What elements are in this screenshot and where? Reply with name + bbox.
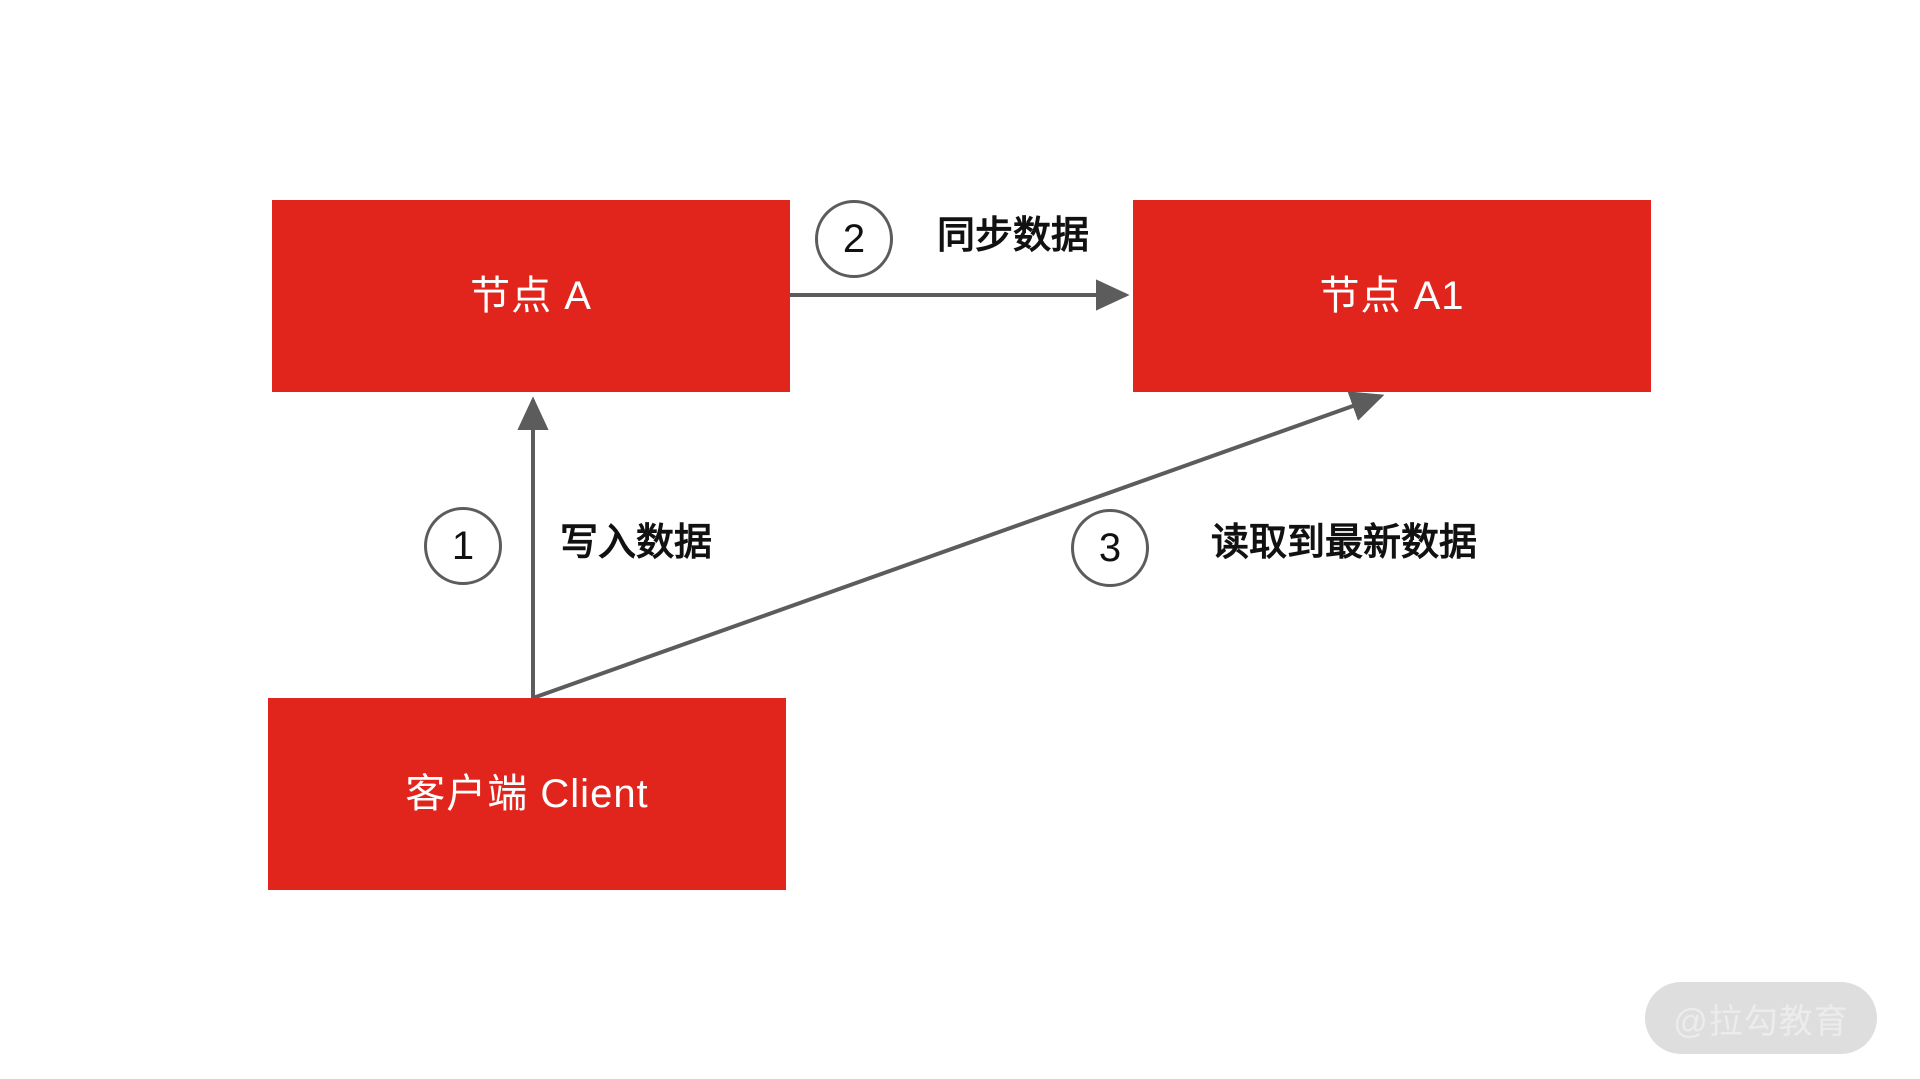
node-a1-box[interactable]: 节点 A1 bbox=[1133, 200, 1651, 392]
node-a1-label: 节点 A1 bbox=[1319, 274, 1465, 318]
step-number-1: 1 bbox=[424, 507, 502, 585]
node-a-box[interactable]: 节点 A bbox=[272, 200, 790, 392]
step-number-3-text: 3 bbox=[1098, 526, 1122, 570]
step-number-3: 3 bbox=[1071, 509, 1149, 587]
edge-label-read-latest-data: 读取到最新数据 bbox=[1211, 522, 1478, 564]
step-number-2-text: 2 bbox=[842, 217, 866, 261]
watermark-text: @拉勾教育 bbox=[1673, 1002, 1849, 1041]
node-a-label: 节点 A bbox=[470, 274, 592, 318]
step-number-2: 2 bbox=[815, 200, 893, 278]
edge-label-sync-data: 同步数据 bbox=[937, 215, 1090, 257]
node-client-label: 客户端 Client bbox=[405, 772, 649, 816]
watermark-badge: @拉勾教育 bbox=[1645, 982, 1877, 1054]
node-client-box[interactable]: 客户端 Client bbox=[268, 698, 786, 890]
step-number-1-text: 1 bbox=[451, 524, 475, 568]
edge-label-write-data: 写入数据 bbox=[560, 522, 713, 564]
